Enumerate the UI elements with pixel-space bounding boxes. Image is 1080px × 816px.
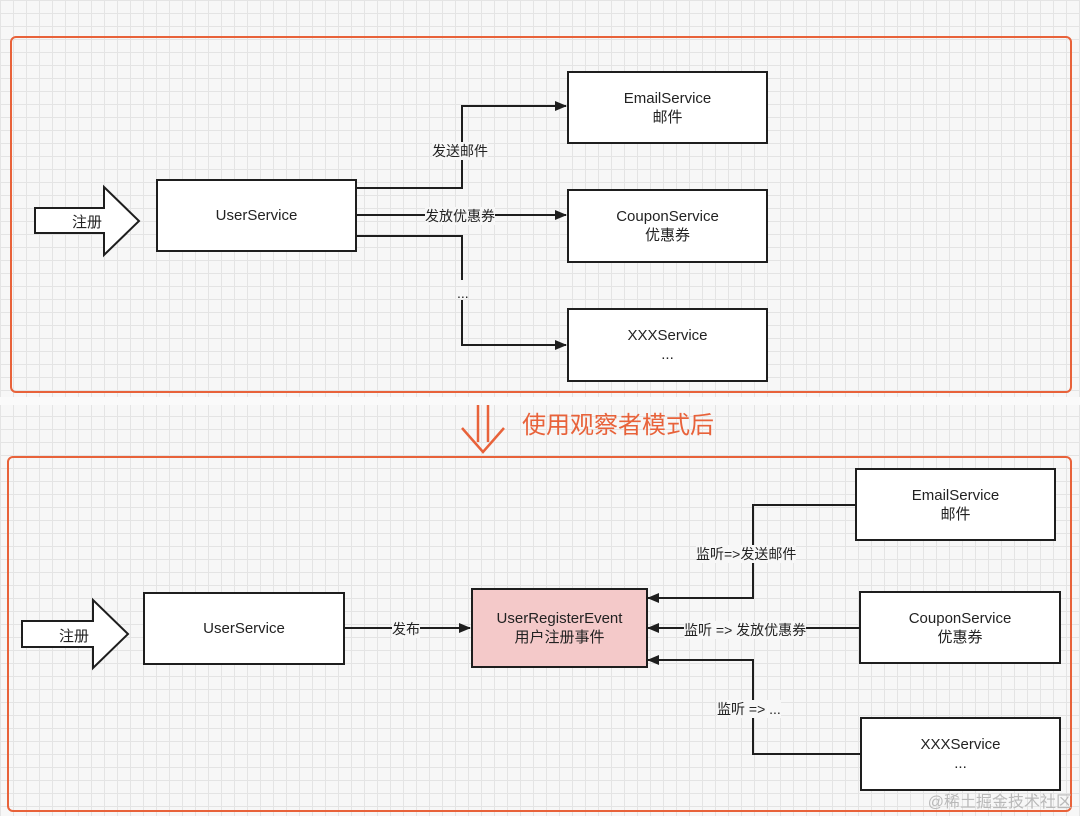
bottom-xxxservice-name: XXXService (920, 736, 1001, 753)
bottom-xxxservice-box: XXXService ... (860, 717, 1061, 791)
bottom-userservice-box: UserService (143, 592, 345, 665)
bottom-entry-label: 注册 (59, 628, 90, 645)
bottom-listen-label-more: 监听 => ... (717, 700, 781, 718)
bottom-listen-label-coupon: 监听 => 发放优惠券 (684, 621, 807, 639)
divider (0, 397, 1080, 405)
transition-caption: 使用观察者模式后 (522, 412, 714, 439)
transition-arrow (461, 405, 505, 454)
entry-arrow-bottom (21, 597, 130, 671)
bottom-couponservice-box: CouponService 优惠券 (859, 591, 1061, 664)
top-emailservice-sub: 邮件 (652, 108, 683, 126)
top-couponservice-name: CouponService (616, 208, 719, 225)
bottom-emailservice-box: EmailService 邮件 (855, 468, 1056, 541)
event-sub: 用户注册事件 (514, 629, 605, 646)
top-edge-label-email: 发送邮件 (432, 142, 488, 160)
entry-arrow-top (34, 184, 141, 258)
top-edge-label-more: ... (457, 285, 469, 301)
bottom-xxxservice-sub: ... (954, 755, 967, 772)
bottom-couponservice-sub: 优惠券 (937, 628, 983, 646)
top-couponservice-box: CouponService 优惠券 (567, 189, 768, 263)
top-edge-label-coupon: 发放优惠券 (425, 207, 495, 225)
edge-top-more-a (357, 235, 463, 280)
top-xxxservice-sub: ... (661, 346, 674, 363)
top-panel (10, 36, 1072, 393)
bottom-emailservice-name: EmailService (911, 486, 1000, 504)
bottom-userservice-label: UserService (203, 620, 285, 637)
watermark: @稀土掘金技术社区 (927, 794, 1072, 811)
bottom-emailservice-sub: 邮件 (940, 505, 971, 523)
top-emailservice-name: EmailService (623, 89, 712, 107)
event-box: UserRegisterEvent 用户注册事件 (471, 588, 648, 668)
bottom-couponservice-name: CouponService (908, 609, 1012, 627)
top-userservice-label: UserService (215, 207, 298, 224)
bottom-listen-label-email: 监听=>发送邮件 (696, 545, 797, 563)
event-name: UserRegisterEvent (496, 610, 623, 627)
bottom-panel (7, 456, 1072, 812)
top-xxxservice-name: XXXService (627, 327, 708, 344)
bottom-publish-label: 发布 (392, 620, 420, 638)
top-emailservice-box: EmailService 邮件 (567, 71, 768, 144)
edge-top-more-b (461, 300, 567, 350)
top-entry-label: 注册 (72, 214, 103, 231)
top-userservice-box: UserService (156, 179, 357, 252)
top-xxxservice-box: XXXService ... (567, 308, 768, 382)
top-couponservice-sub: 优惠券 (644, 227, 690, 244)
